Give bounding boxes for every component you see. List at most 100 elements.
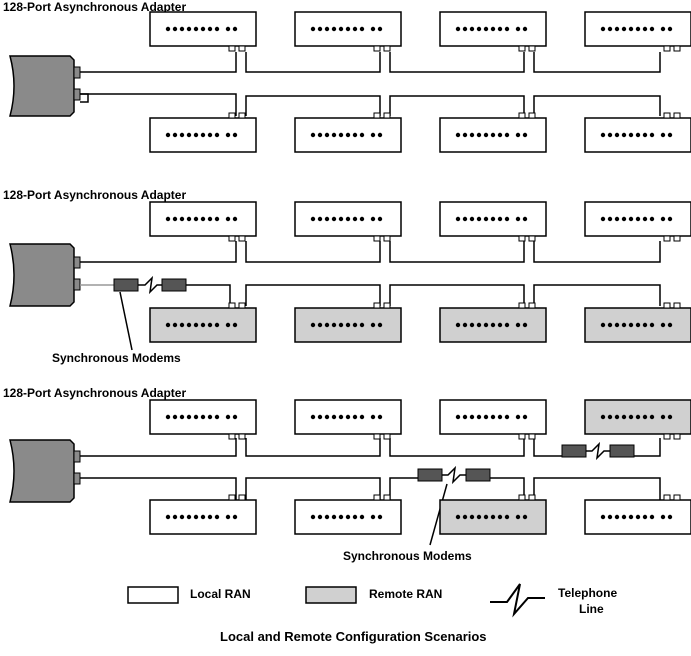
ran-port-dot bbox=[628, 132, 634, 138]
ran-port-dot bbox=[165, 216, 171, 222]
ran-port-dot bbox=[225, 414, 231, 420]
ran-port-dot bbox=[660, 216, 666, 222]
ran-port-dot bbox=[462, 322, 468, 328]
ran-port-dot bbox=[186, 414, 192, 420]
ran-local bbox=[149, 112, 257, 153]
ran-port-dot bbox=[455, 514, 461, 520]
ran-port-dot bbox=[483, 26, 489, 32]
ran-port-dot bbox=[635, 322, 641, 328]
ran-port-dot bbox=[193, 322, 199, 328]
legend-local-swatch bbox=[127, 586, 179, 604]
ran-connector bbox=[663, 302, 671, 309]
ran-port-dot bbox=[179, 322, 185, 328]
ran-port-dot bbox=[200, 132, 206, 138]
modem-label: Synchronous Modems bbox=[52, 351, 181, 365]
ran-port-dot bbox=[310, 414, 316, 420]
ran-connector bbox=[383, 302, 391, 309]
ran-port-dot bbox=[469, 414, 475, 420]
ran-connector bbox=[383, 433, 391, 440]
ran-remote bbox=[584, 399, 691, 440]
ran-port-dot bbox=[635, 26, 641, 32]
ran-port-dot bbox=[310, 514, 316, 520]
ran-port-dot bbox=[642, 216, 648, 222]
ran-port-dot bbox=[621, 216, 627, 222]
ran-port-dot bbox=[310, 132, 316, 138]
cable-lines bbox=[80, 52, 661, 116]
ran-port-dot bbox=[225, 216, 231, 222]
ran-port-dot bbox=[614, 132, 620, 138]
ran-connector bbox=[373, 302, 381, 309]
ran-port-dot bbox=[186, 132, 192, 138]
ran-port-dot bbox=[483, 322, 489, 328]
ran-port-dot bbox=[232, 414, 238, 420]
ran-port-dot bbox=[469, 132, 475, 138]
ran-connector bbox=[383, 235, 391, 242]
ran-port-dot bbox=[497, 216, 503, 222]
ran-port-dot bbox=[207, 216, 213, 222]
ran-port-dot bbox=[660, 26, 666, 32]
ran-port-dot bbox=[607, 514, 613, 520]
synchronous-modem bbox=[561, 444, 587, 458]
ran-port-dot bbox=[504, 132, 510, 138]
ran-port-dot bbox=[186, 26, 192, 32]
ran-connector bbox=[373, 45, 381, 52]
ran-port-dot bbox=[324, 216, 330, 222]
ran-port-dot bbox=[352, 132, 358, 138]
ran-port-dot bbox=[490, 132, 496, 138]
ran-port-dot bbox=[214, 322, 220, 328]
ran-port-dot bbox=[649, 132, 655, 138]
ran-port-dot bbox=[649, 216, 655, 222]
ran-port-dot bbox=[207, 26, 213, 32]
ran-local bbox=[149, 399, 257, 440]
ran-port-dot bbox=[193, 132, 199, 138]
ran-connector bbox=[518, 433, 526, 440]
ran-port-dot bbox=[476, 26, 482, 32]
ran-port-dot bbox=[352, 414, 358, 420]
ran-connector bbox=[673, 302, 681, 309]
cable-lines bbox=[80, 241, 661, 351]
ran-port-dot bbox=[359, 514, 365, 520]
ran-remote bbox=[149, 302, 257, 343]
ran-port-dot bbox=[232, 26, 238, 32]
adapter-card bbox=[9, 243, 81, 307]
ran-port-dot bbox=[642, 132, 648, 138]
legend-telephone-label: Telephone bbox=[558, 586, 617, 600]
ran-port-dot bbox=[628, 514, 634, 520]
ran-port-dot bbox=[667, 132, 673, 138]
ran-local bbox=[294, 201, 402, 242]
ran-port-dot bbox=[370, 514, 376, 520]
ran-port-dot bbox=[377, 132, 383, 138]
ran-port-dot bbox=[232, 132, 238, 138]
ran-port-dot bbox=[165, 414, 171, 420]
scenario-3: 128-Port Asynchronous Adapter Synch bbox=[3, 386, 691, 563]
ran-port-dot bbox=[317, 132, 323, 138]
ran-connector bbox=[383, 112, 391, 119]
ran-connector bbox=[673, 433, 681, 440]
ran-port-dot bbox=[522, 132, 528, 138]
ran-port-dot bbox=[522, 216, 528, 222]
adapter-label: 128-Port Asynchronous Adapter bbox=[3, 188, 186, 202]
ran-port-dot bbox=[483, 414, 489, 420]
ran-connector bbox=[673, 112, 681, 119]
ran-port-dot bbox=[515, 322, 521, 328]
ran-remote bbox=[584, 302, 691, 343]
ran-port-dot bbox=[172, 26, 178, 32]
ran-port-dot bbox=[607, 322, 613, 328]
ran-port-dot bbox=[186, 514, 192, 520]
ran-port-dot bbox=[225, 132, 231, 138]
ran-connector bbox=[373, 433, 381, 440]
ran-port-dot bbox=[490, 514, 496, 520]
ran-port-dot bbox=[207, 414, 213, 420]
ran-port-dot bbox=[179, 216, 185, 222]
ran-port-dot bbox=[483, 514, 489, 520]
ran-port-dot bbox=[649, 26, 655, 32]
ran-connector bbox=[528, 235, 536, 242]
ran-port-dot bbox=[200, 216, 206, 222]
ran-port-dot bbox=[377, 322, 383, 328]
ran-connector bbox=[673, 235, 681, 242]
ran-port-dot bbox=[165, 514, 171, 520]
ran-port-dot bbox=[455, 216, 461, 222]
ran-port-dot bbox=[614, 26, 620, 32]
ran-port-dot bbox=[490, 26, 496, 32]
